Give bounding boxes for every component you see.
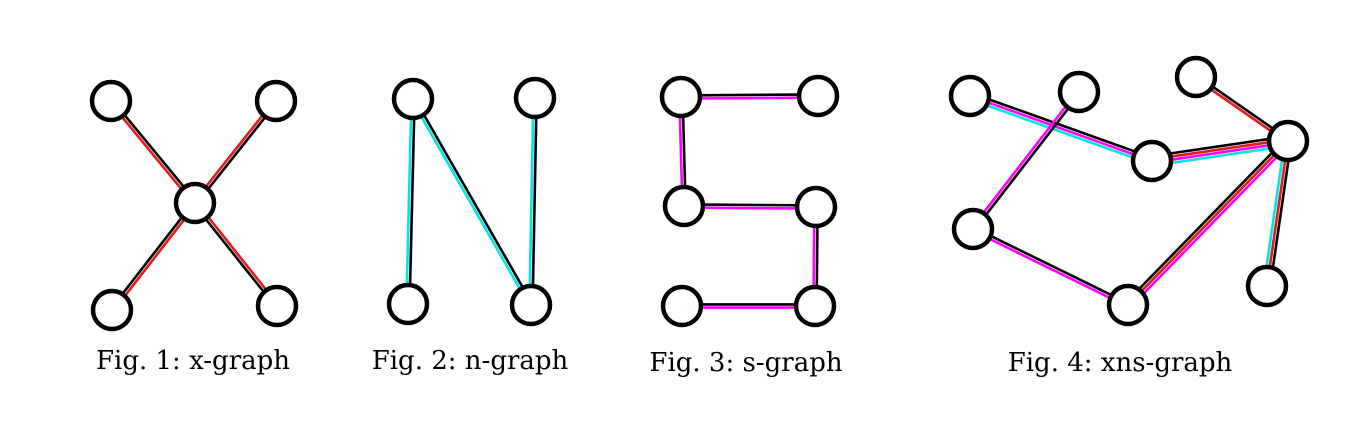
graph-node-tl <box>391 77 435 121</box>
edge-strand <box>1150 138 1290 161</box>
edge-strand <box>410 98 531 308</box>
graph-node-d <box>951 207 995 251</box>
edge-tl-br <box>410 96 534 308</box>
edge-strand <box>108 100 196 206</box>
edge-a-e <box>967 91 1155 166</box>
graph-node-h <box>1245 264 1289 308</box>
edge-strand <box>972 91 1082 232</box>
edge-strand <box>1124 137 1288 305</box>
graph-node-c <box>173 181 217 225</box>
edge-strand <box>1150 141 1290 164</box>
edge-strand <box>682 206 818 210</box>
figure-s-graph: Fig. 3: s-graph <box>649 74 843 378</box>
edge-tl-c <box>108 98 198 206</box>
edge-tr-c <box>192 98 279 206</box>
graph-node-tl <box>89 79 133 123</box>
edge-strand <box>679 96 820 100</box>
edge-strand <box>967 97 1153 166</box>
edge-br-c <box>192 200 280 309</box>
edge-strand <box>1150 134 1289 158</box>
edge-ml-mr <box>682 203 818 210</box>
figure-caption-s-graph: Fig. 3: s-graph <box>649 348 842 378</box>
edge-strand <box>192 202 278 309</box>
graph-node-b <box>1057 70 1101 114</box>
edge-strand <box>1262 139 1287 287</box>
edge-e-f <box>1150 134 1290 168</box>
edge-strand <box>528 96 535 307</box>
graph-node-bl <box>660 284 704 328</box>
graph-node-c <box>1174 55 1218 99</box>
graph-node-a <box>948 74 992 118</box>
graph-node-mr <box>794 185 838 229</box>
edge-strand <box>111 202 198 313</box>
edge-strand <box>413 96 534 306</box>
graph-node-ml <box>662 184 706 228</box>
graph-node-f <box>1266 119 1310 163</box>
figure-caption-xns-graph: Fig. 4: xns-graph <box>1008 348 1233 378</box>
graph-node-bl <box>386 282 430 326</box>
edge-strand <box>1265 139 1290 288</box>
edge-bl-c <box>109 200 198 313</box>
edge-strand <box>1151 144 1290 168</box>
edge-d-g <box>970 226 1130 308</box>
graph-node-tr <box>513 76 557 120</box>
edge-strand <box>969 91 1155 160</box>
edge-strand <box>192 98 277 204</box>
edge-strand <box>679 93 820 97</box>
edge-strand <box>1126 139 1290 307</box>
figure-n-graph: Fig. 2: n-graph <box>372 76 569 376</box>
edge-strand <box>970 229 1129 308</box>
edge-strand <box>194 100 279 206</box>
graph-node-e <box>1130 139 1174 183</box>
edge-tl-tr <box>679 93 820 100</box>
edge-tl-bl <box>405 97 416 306</box>
graph-node-tl <box>659 75 703 119</box>
edge-strand <box>970 89 1080 230</box>
edge-g-f <box>1124 137 1292 309</box>
edge-strand <box>110 98 198 204</box>
edge-strand <box>408 97 416 306</box>
graph-node-br <box>255 284 299 328</box>
edge-strand <box>194 200 280 307</box>
edge-strand <box>1268 140 1293 288</box>
graph-node-g <box>1106 283 1150 327</box>
edge-tr-br <box>528 96 538 307</box>
edge-strand <box>1128 141 1292 309</box>
edge-strand <box>405 97 413 306</box>
edge-strand <box>682 203 818 207</box>
figure-xns-graph: Fig. 4: xns-graph <box>948 55 1310 378</box>
figure-caption-x-graph: Fig. 1: x-graph <box>96 346 290 376</box>
edge-strand <box>531 96 538 307</box>
figure-x-graph: Fig. 1: x-graph <box>89 79 299 376</box>
graph-node-tr <box>254 79 298 123</box>
graph-node-tr <box>796 74 840 118</box>
graph-node-br <box>793 284 837 328</box>
edge-strand <box>972 226 1130 305</box>
graph-node-br <box>509 283 553 327</box>
figure-caption-n-graph: Fig. 2: n-graph <box>372 346 569 376</box>
edge-b-d <box>970 89 1082 232</box>
edge-strand <box>968 94 1154 163</box>
edge-f-h <box>1262 139 1293 288</box>
edge-strand <box>109 200 196 311</box>
edge-bl-br <box>680 303 817 309</box>
graph-node-bl <box>90 288 134 332</box>
